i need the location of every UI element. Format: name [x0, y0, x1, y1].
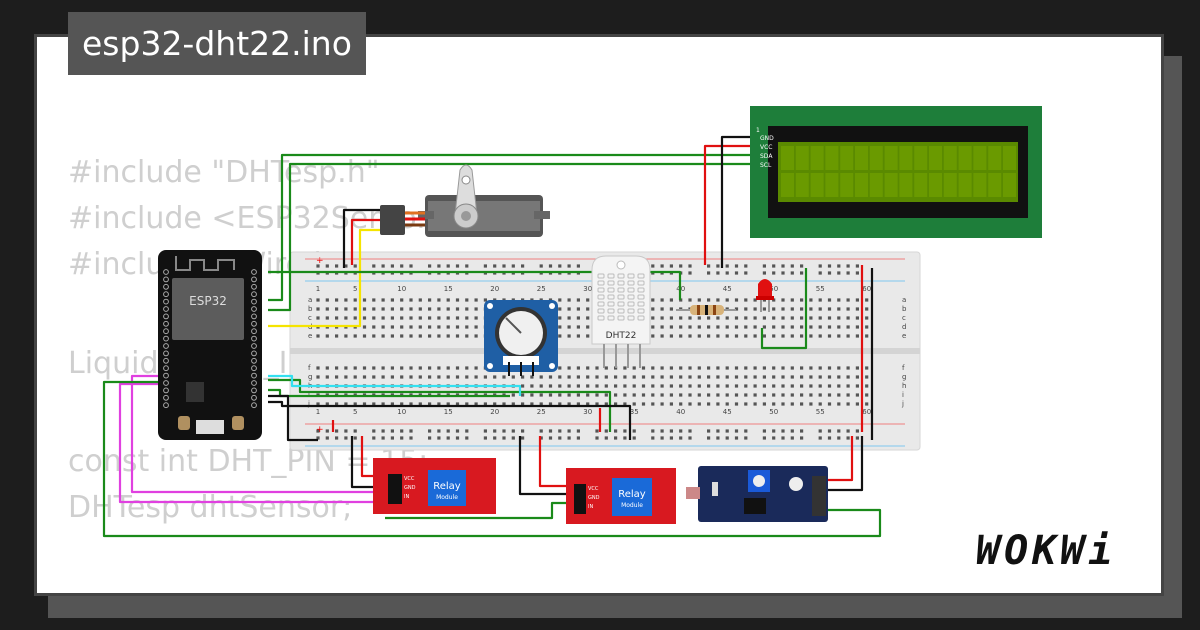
column-label: 35	[630, 408, 639, 416]
column-label: 60	[862, 285, 871, 293]
row-label: j	[901, 400, 904, 408]
lcd-pin-vcc: VCC	[760, 144, 772, 151]
row-label: e	[308, 332, 312, 340]
relay-2-pin-vcc: VCC	[588, 486, 599, 492]
dht22-vent-grid	[597, 273, 645, 321]
esp32-label: ESP32	[189, 294, 227, 308]
lcd-pin-scl: SCL	[760, 162, 772, 169]
row-label: h	[902, 382, 906, 390]
column-label: 60	[862, 408, 871, 416]
svg-text:1: 1	[756, 127, 760, 134]
column-label: 1	[316, 285, 320, 293]
row-label: b	[902, 305, 907, 313]
relay-2-subtitle: Module	[621, 502, 643, 509]
lcd-pin-gnd: GND	[760, 135, 774, 142]
relay-module-2[interactable]: Relay Module VCC GND IN	[566, 468, 676, 524]
column-label: 50	[769, 285, 778, 293]
row-label: g	[308, 373, 312, 381]
row-label: b	[308, 305, 313, 313]
column-label: 20	[490, 408, 499, 416]
column-label: 15	[444, 408, 453, 416]
relay-1-pin-in: IN	[404, 494, 409, 500]
project-title: esp32-dht22.ino	[68, 12, 366, 75]
column-label: 5	[353, 285, 357, 293]
row-label: c	[902, 314, 906, 322]
relay-1-pin-gnd: GND	[404, 485, 416, 491]
lcd-display[interactable]: 1 GND VCC SDA SCL	[750, 106, 1042, 238]
row-label: f	[902, 364, 905, 372]
row-label: c	[308, 314, 312, 322]
wokwi-logo: WOKWi	[976, 528, 1117, 574]
esp32-pins	[163, 269, 257, 409]
column-label: 30	[583, 408, 592, 416]
row-label: e	[902, 332, 906, 340]
column-label: 10	[397, 408, 406, 416]
row-label: a	[902, 296, 906, 304]
lcd-pin-sda: SDA	[760, 153, 773, 160]
column-label: 5	[353, 408, 357, 416]
row-label: f	[308, 364, 311, 372]
svg-text:+: +	[316, 425, 324, 435]
column-label: 45	[723, 285, 732, 293]
dht22-label: DHT22	[606, 331, 637, 341]
column-label: 40	[676, 408, 685, 416]
wires	[102, 135, 882, 538]
column-label: 45	[723, 408, 732, 416]
relay-2-title: Relay	[618, 489, 646, 500]
column-label: 30	[583, 285, 592, 293]
column-label: 55	[816, 408, 825, 416]
relay-module-1[interactable]: Relay Module VCC GND IN	[373, 458, 496, 514]
relay-1-pin-vcc: VCC	[404, 476, 415, 482]
column-label: 20	[490, 285, 499, 293]
relay-2-pin-gnd: GND	[588, 495, 600, 501]
column-label: 1	[316, 408, 320, 416]
lcd-character-grid	[781, 146, 1016, 197]
column-label: 50	[769, 408, 778, 416]
row-label: j	[307, 400, 310, 408]
esp32-board[interactable]: ESP32	[158, 250, 262, 440]
potentiometer[interactable]	[484, 300, 558, 376]
column-label: 55	[816, 285, 825, 293]
relay-1-subtitle: Module	[436, 494, 458, 501]
svg-text:+: +	[316, 256, 324, 266]
row-label: i	[902, 391, 904, 399]
row-label: g	[902, 373, 906, 381]
column-label: 10	[397, 285, 406, 293]
row-label: a	[308, 296, 312, 304]
resistor[interactable]	[676, 305, 736, 315]
column-label: 25	[537, 408, 546, 416]
row-label: d	[902, 323, 906, 331]
ldr-sensor-module[interactable]	[686, 466, 828, 522]
dht22-sensor[interactable]: DHT22	[591, 255, 651, 368]
relay-1-title: Relay	[433, 481, 461, 492]
relay-2-pin-in: IN	[588, 504, 593, 510]
column-label: 15	[444, 285, 453, 293]
servo-motor[interactable]	[380, 164, 550, 237]
led-red[interactable]	[756, 279, 774, 312]
column-label: 25	[537, 285, 546, 293]
